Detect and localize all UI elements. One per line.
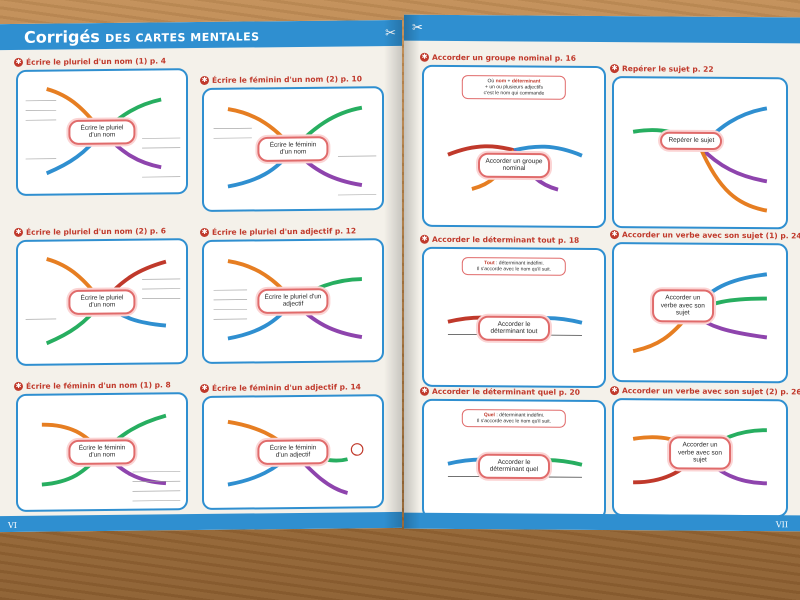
box-text: c'est le nom qui commande bbox=[483, 90, 545, 97]
mind-map-card: Écrire le féminin d'un nom bbox=[16, 392, 188, 512]
left-page: Corrigés DES CARTES MENTALES ✂ ✱Écrire l… bbox=[0, 19, 402, 533]
mind-map-card: Repérer le sujet bbox=[612, 76, 788, 230]
section-groupe-nominal: ✱Accorder un groupe nominal p. 16 Où nom… bbox=[420, 52, 608, 229]
section-pluriel-nom-1: ✱Écrire le pluriel d'un nom (1) p. 4 Écr… bbox=[14, 56, 190, 196]
page-footer: VII bbox=[404, 512, 800, 532]
star-icon: ✱ bbox=[610, 230, 619, 240]
section-title: Écrire le féminin d'un nom (2) p. 10 bbox=[212, 74, 362, 85]
section-pluriel-adjectif: ✱Écrire le pluriel d'un adjectif p. 12 É… bbox=[200, 226, 386, 364]
section-pluriel-nom-2: ✱Écrire le pluriel d'un nom (2) p. 6 Écr… bbox=[14, 226, 190, 366]
section-determinant-tout: ✱Accorder le déterminant tout p. 18 Tout… bbox=[420, 234, 608, 389]
central-bubble: Écrire le pluriel d'un nom bbox=[68, 289, 136, 315]
star-icon: ✱ bbox=[610, 386, 619, 396]
box-text: Il s'accorde avec le nom qu'il suit. bbox=[476, 266, 552, 273]
star-icon: ✱ bbox=[14, 381, 23, 391]
star-icon: ✱ bbox=[420, 52, 429, 62]
page-title: Corrigés DES CARTES MENTALES bbox=[24, 25, 260, 47]
mind-map-card: Écrire le féminin d'un adjectif bbox=[202, 394, 384, 510]
star-icon: ✱ bbox=[14, 57, 23, 67]
page-number: VII bbox=[775, 520, 788, 530]
section-title: Accorder un verbe avec son sujet (2) p. … bbox=[622, 386, 800, 397]
mind-map-card: Écrire le pluriel d'un nom bbox=[16, 238, 188, 366]
star-icon: ✱ bbox=[14, 227, 23, 237]
section-title: Écrire le pluriel d'un adjectif p. 12 bbox=[212, 226, 357, 237]
mind-map-card: Écrire le pluriel d'un nom bbox=[16, 68, 188, 196]
section-title: Accorder un groupe nominal p. 16 bbox=[432, 52, 576, 63]
section-title: Accorder un verbe avec son sujet (1) p. … bbox=[622, 230, 800, 241]
section-reperer-sujet: ✱Repérer le sujet p. 22 Repérer le sujet bbox=[610, 64, 790, 230]
section-feminin-adjectif: ✱Écrire le féminin d'un adjectif p. 14 É… bbox=[200, 382, 386, 510]
central-bubble: Écrire le féminin d'un adjectif bbox=[257, 439, 329, 465]
central-bubble: Écrire le pluriel d'un nom bbox=[68, 119, 136, 145]
central-bubble: Accorder un groupe nominal bbox=[478, 152, 550, 179]
section-title: Accorder le déterminant quel p. 20 bbox=[432, 386, 580, 397]
scissors-icon: ✂ bbox=[385, 24, 396, 41]
definition-box: Tout : déterminant indéfini. Il s'accord… bbox=[461, 257, 567, 276]
mind-map-card: Accorder un verbe avec son sujet bbox=[612, 398, 788, 518]
section-feminin-nom-1: ✱Écrire le féminin d'un nom (1) p. 8 Écr… bbox=[14, 380, 190, 512]
central-bubble: Accorder le déterminant quel bbox=[478, 453, 550, 480]
scissors-icon: ✂ bbox=[412, 19, 423, 35]
box-text: Il s'accorde avec le nom qu'il suit. bbox=[476, 418, 552, 425]
title-main: Corrigés bbox=[24, 27, 100, 47]
section-verbe-sujet-2: ✱Accorder un verbe avec son sujet (2) p.… bbox=[610, 386, 800, 518]
right-page: ✂ ✱Accorder un groupe nominal p. 16 Où n… bbox=[404, 14, 800, 532]
section-title: Écrire le pluriel d'un nom (1) p. 4 bbox=[26, 56, 166, 67]
mind-map-card: Où nom + déterminant + un ou plusieurs a… bbox=[422, 64, 606, 229]
mind-map-card: Écrire le féminin d'un nom bbox=[202, 86, 384, 212]
page-header: ✂ bbox=[404, 14, 800, 44]
star-icon: ✱ bbox=[420, 386, 429, 396]
central-bubble: Accorder un verbe avec son sujet bbox=[669, 436, 731, 470]
section-title: Accorder le déterminant tout p. 18 bbox=[432, 234, 580, 245]
central-bubble: Accorder un verbe avec son sujet bbox=[651, 289, 714, 323]
section-title: Écrire le féminin d'un nom (1) p. 8 bbox=[26, 380, 171, 391]
definition-box: Quel : déterminant indéfini. Il s'accord… bbox=[461, 409, 567, 428]
section-determinant-quel: ✱Accorder le déterminant quel p. 20 Quel… bbox=[420, 386, 608, 521]
page-number: VI bbox=[8, 520, 17, 531]
section-title: Écrire le féminin d'un adjectif p. 14 bbox=[212, 382, 361, 393]
central-bubble: Accorder le déterminant tout bbox=[478, 315, 550, 341]
star-icon: ✱ bbox=[200, 75, 209, 86]
definition-box: Où nom + déterminant + un ou plusieurs a… bbox=[461, 75, 567, 100]
section-feminin-nom-2: ✱Écrire le féminin d'un nom (2) p. 10 Éc… bbox=[200, 74, 386, 212]
mind-map-card: Accorder un verbe avec son sujet bbox=[612, 242, 788, 384]
title-sub: DES CARTES MENTALES bbox=[105, 30, 260, 46]
section-verbe-sujet-1: ✱Accorder un verbe avec son sujet (1) p.… bbox=[610, 230, 800, 384]
mind-map-branches bbox=[632, 106, 768, 213]
star-icon: ✱ bbox=[200, 227, 209, 238]
star-icon: ✱ bbox=[610, 64, 619, 74]
mind-map-card: Tout : déterminant indéfini. Il s'accord… bbox=[422, 246, 606, 389]
central-bubble: Écrire le féminin d'un nom bbox=[68, 439, 136, 465]
central-bubble: Repérer le sujet bbox=[660, 131, 723, 150]
section-title: Écrire le pluriel d'un nom (2) p. 6 bbox=[26, 226, 166, 237]
mind-map-card: Quel : déterminant indéfini. Il s'accord… bbox=[422, 398, 606, 521]
section-title: Repérer le sujet p. 22 bbox=[622, 64, 714, 74]
mind-map-card: Écrire le pluriel d'un adjectif bbox=[202, 238, 384, 364]
central-bubble: Écrire le féminin d'un nom bbox=[257, 136, 329, 162]
central-bubble: Écrire le pluriel d'un adjectif bbox=[257, 288, 329, 314]
page-header: Corrigés DES CARTES MENTALES ✂ bbox=[0, 19, 402, 51]
star-icon: ✱ bbox=[420, 234, 429, 244]
star-icon: ✱ bbox=[200, 383, 209, 394]
